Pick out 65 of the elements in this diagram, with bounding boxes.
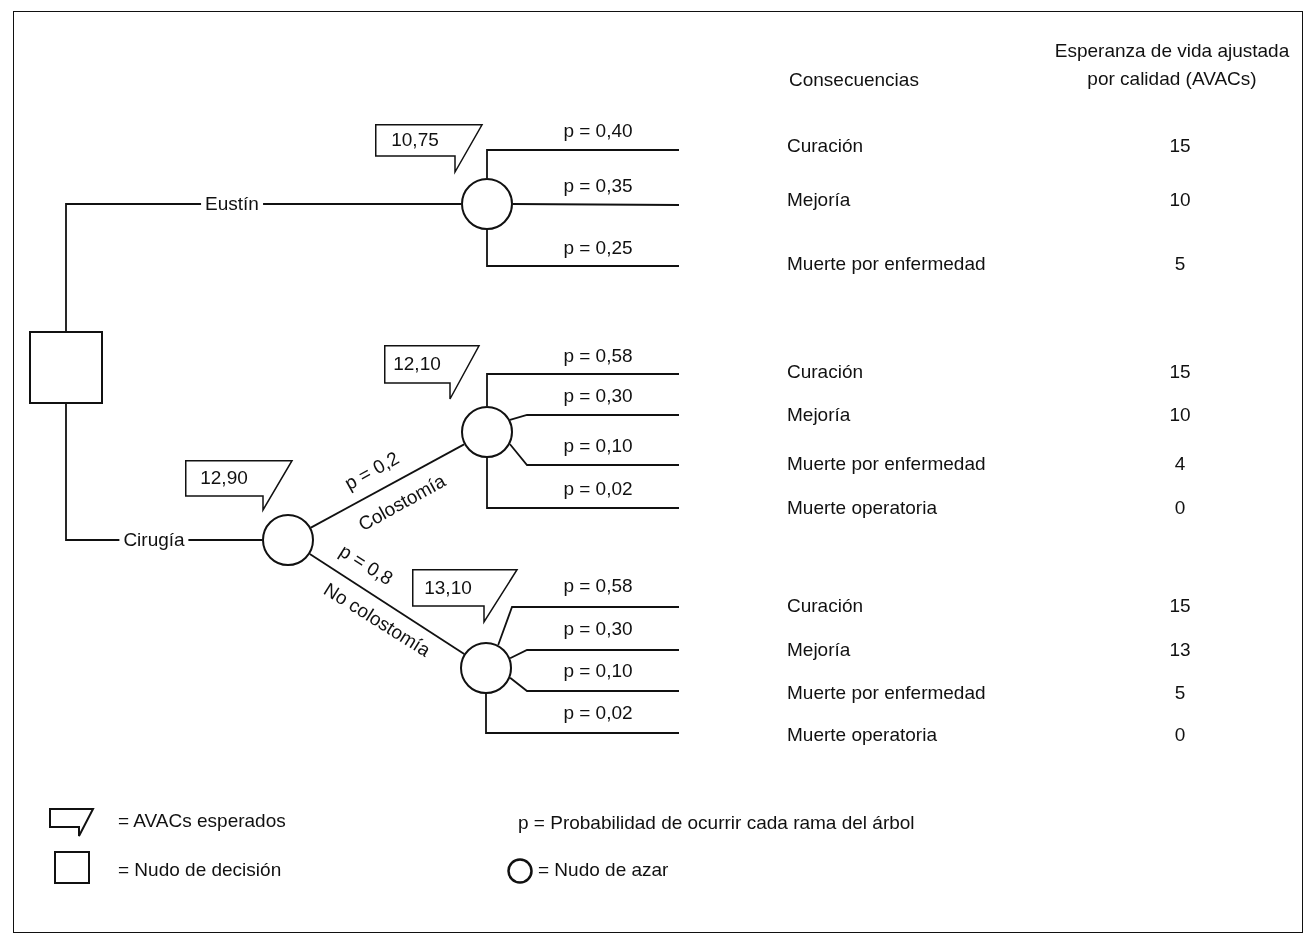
legend-note: p = Probabilidad de ocurrir cada rama del árbol xyxy=(518,812,915,834)
outcome-label: Muerte por enfermedad xyxy=(787,253,986,275)
chance-node xyxy=(460,642,512,694)
branch-line xyxy=(308,553,466,655)
chance-node xyxy=(461,178,513,230)
branch-line xyxy=(509,443,680,466)
column-header: Esperanza de vida ajustada por calidad (AVACs) xyxy=(1053,39,1291,91)
qaly-value: 4 xyxy=(1174,453,1186,475)
outcome-label: Mejoría xyxy=(787,639,851,661)
chance-node xyxy=(461,406,513,458)
outcome-label: Curación xyxy=(787,361,864,383)
qaly-value: 13 xyxy=(1169,639,1191,661)
callout-bubble xyxy=(185,460,293,511)
legend-label: = Nudo de decisión xyxy=(118,859,282,881)
edge-label: p = 0,30 xyxy=(562,618,634,640)
edge-label: p = 0,02 xyxy=(562,702,634,724)
qaly-value: 10 xyxy=(1169,404,1191,426)
expected-value: 10,75 xyxy=(390,129,440,151)
expected-value: 12,10 xyxy=(392,353,442,375)
expected-value: 13,10 xyxy=(423,576,473,599)
outcome-label: Muerte operatoria xyxy=(787,497,937,519)
outcome-label: Muerte operatoria xyxy=(787,724,937,746)
outcome-label: Curación xyxy=(787,595,864,617)
edge-label: p = 0,25 xyxy=(562,237,634,259)
branch-line xyxy=(512,203,680,206)
branch-line xyxy=(509,649,680,660)
branch-line xyxy=(497,606,680,646)
edge-label: p = 0,58 xyxy=(562,345,634,367)
outcome-label: Mejoría xyxy=(787,189,851,211)
edge-label: p = 0,35 xyxy=(562,175,634,197)
qaly-value: 10 xyxy=(1169,189,1191,211)
edge-label: p = 0,58 xyxy=(562,575,634,597)
edge-label: p = 0,10 xyxy=(562,435,634,457)
qaly-value: 5 xyxy=(1174,253,1186,275)
branch-line xyxy=(486,457,680,509)
branch-line xyxy=(509,676,680,692)
outcome-label: Muerte por enfermedad xyxy=(787,453,986,475)
branch-line xyxy=(486,373,680,407)
chance-node xyxy=(262,514,314,566)
branch-line xyxy=(486,149,680,179)
qaly-value: 15 xyxy=(1169,135,1191,157)
qaly-value: 0 xyxy=(1174,724,1186,746)
outcome-label: Muerte por enfermedad xyxy=(787,682,986,704)
qaly-value: 5 xyxy=(1174,682,1186,704)
outcome-label: Curación xyxy=(787,135,864,157)
branch-line xyxy=(310,443,465,529)
qaly-value: 15 xyxy=(1169,361,1191,383)
expected-value: 12,90 xyxy=(199,467,249,489)
branch-line xyxy=(485,693,680,734)
edge-label: p = 0,40 xyxy=(562,120,634,142)
branch-line xyxy=(509,414,680,421)
outcome-label: Mejoría xyxy=(787,404,851,426)
edge-label: p = 0,10 xyxy=(562,660,634,682)
legend-label: = Nudo de azar xyxy=(538,859,669,881)
qaly-value: 15 xyxy=(1169,595,1191,617)
decision-node xyxy=(29,331,103,404)
callout-bubble xyxy=(375,124,483,173)
edge-label: p = 0,30 xyxy=(562,385,634,407)
branch-line xyxy=(486,229,680,267)
branch-line xyxy=(65,203,462,332)
column-header: Consecuencias xyxy=(789,69,919,91)
callout-bubble xyxy=(384,345,480,400)
legend-label: = AVACs esperados xyxy=(118,810,286,832)
edge-label: p = 0,02 xyxy=(562,478,634,500)
qaly-value: 0 xyxy=(1174,497,1186,519)
